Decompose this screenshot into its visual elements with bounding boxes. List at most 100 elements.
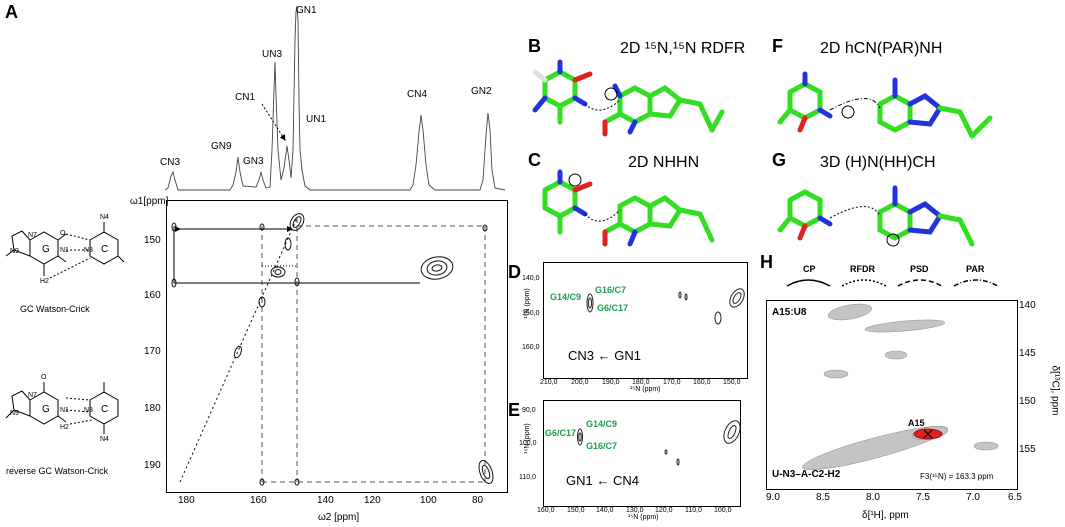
d-transfer-label: CN3 ← GN1 [568, 348, 641, 363]
atom-label: N1 [60, 407, 69, 414]
d-annotation: G16/C7 [595, 285, 627, 295]
d-x-tick: 200,0 [571, 379, 589, 386]
d-x-tick: 210,0 [540, 379, 558, 386]
d-annotation: G6/C17 [597, 303, 629, 313]
gc-watson-crick-caption: GC Watson-Crick [20, 304, 90, 314]
atom-label: N4 [100, 214, 109, 221]
panel-label-a: A [5, 2, 18, 22]
atom-label: N7 [28, 232, 37, 239]
e-y-tick: 90,0 [522, 407, 536, 414]
h-plane-label: F3(¹⁵N) = 163.3 ppm [920, 472, 994, 481]
atom-label: N3 [84, 247, 93, 254]
d-x-tick: 170,0 [663, 379, 681, 386]
h-peak-label: A15 [908, 418, 925, 428]
peak-label-gn1: GN1 [296, 5, 317, 16]
e-x-tick: 120,0 [655, 507, 673, 514]
a-x-axis-label: ω2 [ppm] [318, 512, 360, 523]
reverse-gc-caption: reverse GC Watson-Crick [6, 466, 109, 476]
h-x-tick: 9.0 [766, 492, 780, 503]
h-y-tick: 150 [1019, 396, 1036, 407]
peak-label-un3: UN3 [262, 49, 283, 60]
a-y-tick: 160 [144, 290, 161, 301]
a-x-tick: 100 [420, 495, 437, 506]
a-2d-plot-frame [166, 200, 508, 493]
atom-label: N1 [60, 247, 69, 254]
panel-c-title: 2D NHHN [628, 154, 700, 171]
legend-par: PAR [966, 264, 985, 274]
e-annotation: G16/C7 [586, 441, 618, 451]
panel-label-d: D [508, 262, 521, 282]
atom-label: N7 [28, 392, 37, 399]
atom-label: G [42, 244, 50, 255]
atom-label: G [42, 404, 50, 415]
atom-label: N9 [10, 248, 19, 255]
a-y-tick: 190 [144, 460, 161, 471]
e-y-tick: 110,0 [519, 474, 536, 481]
atom-label: N3 [84, 407, 93, 414]
e-annotation: G6/C17 [545, 428, 577, 438]
h-sample-label: A15:U8 [772, 307, 807, 318]
h-x-tick: 8.0 [866, 492, 880, 503]
d-annotation: G14/C9 [550, 292, 582, 302]
h-x-tick: 8.5 [816, 492, 830, 503]
atom-label: H2 [40, 278, 49, 285]
a-y-tick: 180 [144, 403, 161, 414]
legend-psd: PSD [910, 264, 929, 274]
d-x-tick: 180,0 [632, 379, 650, 386]
h-y-axis-label: δ[¹³C], ppm [1049, 365, 1061, 416]
e-plot-frame [543, 400, 741, 507]
a-y-axis-label: ω1[ppm] [130, 196, 169, 207]
legend-rfdr: RFDR [850, 264, 875, 274]
h-y-tick: 155 [1019, 444, 1036, 455]
panel-label-h: H [760, 252, 773, 272]
e-x-axis-label: ¹⁵N (ppm) [628, 514, 659, 521]
panel-label-b: B [528, 36, 541, 56]
e-annotation: G14/C9 [586, 419, 618, 429]
h-x-tick: 7.5 [916, 492, 930, 503]
panel-label-f: F [772, 36, 783, 56]
atom-label: C [101, 404, 109, 415]
e-y-tick: 100,0 [519, 440, 537, 447]
peak-label-cn4: CN4 [407, 89, 428, 100]
h-y-tick: 145 [1019, 348, 1036, 359]
peak-label-un1: UN1 [306, 114, 327, 125]
d-y-tick: 160,0 [522, 344, 540, 351]
atom-label: N9 [10, 410, 19, 417]
h-pathway-label: U-N3–A-C2-H2 [772, 469, 841, 480]
d-y-tick: 150,0 [522, 310, 540, 317]
panel-label-g: G [772, 150, 787, 170]
h-x-axis-label: δ[¹H], ppm [862, 510, 909, 521]
h-x-tick: 6.5 [1008, 492, 1022, 503]
peak-label-gn9: GN9 [211, 141, 232, 152]
d-x-tick: 160,0 [693, 379, 711, 386]
d-y-tick: 140,0 [522, 275, 540, 282]
h-x-tick: 7.0 [966, 492, 980, 503]
a-x-tick: 80 [472, 495, 484, 506]
atom-label: H2 [60, 424, 69, 431]
peak-label-cn1: CN1 [235, 92, 256, 103]
panel-f-title: 2D hCN(PAR)NH [820, 40, 943, 57]
panel-label-e: E [508, 400, 521, 420]
d-x-tick: 150,0 [723, 379, 741, 386]
a-y-tick: 150 [144, 235, 161, 246]
d-x-tick: 190,0 [602, 379, 620, 386]
panel-b-title: 2D ¹⁵N,¹⁵N RDFR [620, 40, 746, 57]
a-x-tick: 120 [364, 495, 381, 506]
h-y-tick: 140 [1019, 300, 1036, 311]
peak-label-cn3: CN3 [160, 157, 181, 168]
a-x-tick: 160 [250, 495, 267, 506]
d-x-axis-label: ¹⁵N (ppm) [630, 386, 661, 393]
legend-cp: CP [803, 264, 816, 274]
atom-label: O [60, 230, 66, 237]
e-x-tick: 110,0 [685, 507, 702, 514]
e-x-tick: 160,0 [537, 507, 555, 514]
peak-label-gn2: GN2 [471, 86, 492, 97]
